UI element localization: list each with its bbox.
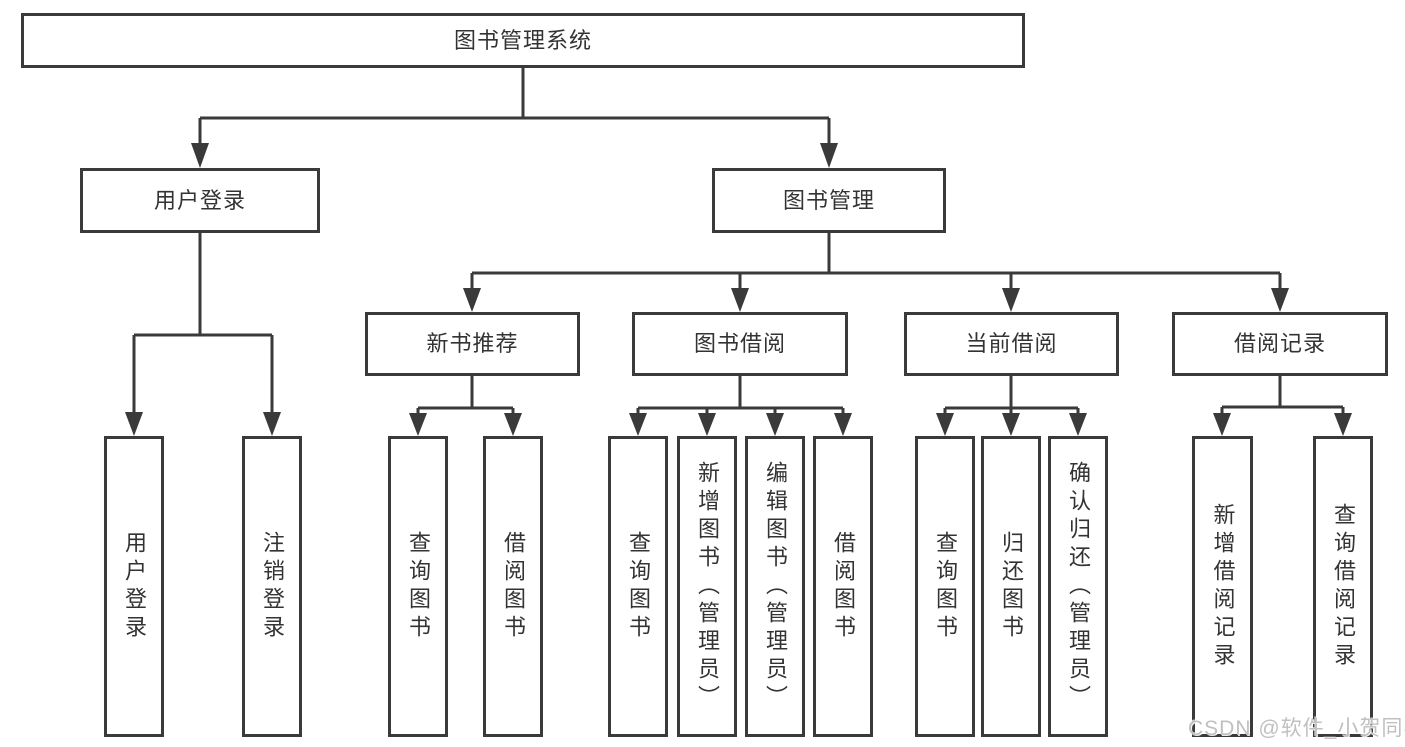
leaf-query-books-recommend-label: 查询图书 <box>406 530 431 643</box>
node-book-borrow: 图书借阅 <box>632 312 848 376</box>
leaf-edit-book-admin-label: 编辑图书（管理员） <box>763 460 788 713</box>
node-new-book-recommend-label: 新书推荐 <box>426 331 519 356</box>
watermark: CSDN @软件_小贺同学 <box>1188 717 1405 740</box>
node-book-management-label: 图书管理 <box>782 187 875 213</box>
leaf-logout: 注销登录 <box>242 436 302 737</box>
connector-book-borrow-children <box>629 376 852 436</box>
node-borrow-records: 借阅记录 <box>1172 312 1388 376</box>
connector-root-to-level2 <box>191 68 838 168</box>
node-root-label: 图书管理系统 <box>453 27 592 53</box>
leaf-query-borrow-record-label: 查询借阅记录 <box>1331 502 1356 671</box>
node-book-borrow-label: 图书借阅 <box>693 331 786 356</box>
leaf-query-borrow-record: 查询借阅记录 <box>1313 436 1373 737</box>
leaf-add-book-admin-label: 新增图书（管理员） <box>695 460 720 713</box>
node-user-login-label: 用户登录 <box>153 187 246 213</box>
node-root-library-system: 图书管理系统 <box>21 13 1025 68</box>
leaf-add-book-admin: 新增图书（管理员） <box>677 436 737 737</box>
leaf-query-books-borrow: 查询图书 <box>608 436 668 737</box>
connector-book-management-children <box>463 233 1289 312</box>
leaf-logout-label: 注销登录 <box>260 530 285 643</box>
node-book-management: 图书管理 <box>712 168 946 233</box>
node-current-borrow: 当前借阅 <box>904 312 1119 376</box>
leaf-return-book: 归还图书 <box>981 436 1041 737</box>
leaf-query-books-recommend: 查询图书 <box>388 436 448 737</box>
leaf-confirm-return-admin: 确认归还（管理员） <box>1048 436 1108 737</box>
leaf-return-book-label: 归还图书 <box>999 530 1024 643</box>
leaf-user-login-label: 用户登录 <box>122 530 147 643</box>
leaf-borrow-books-recommend: 借阅图书 <box>483 436 543 737</box>
leaf-borrow-books-recommend-label: 借阅图书 <box>501 530 526 643</box>
node-current-borrow-label: 当前借阅 <box>965 331 1058 356</box>
leaf-add-borrow-record: 新增借阅记录 <box>1192 436 1253 737</box>
node-user-login: 用户登录 <box>80 168 320 233</box>
node-borrow-records-label: 借阅记录 <box>1233 331 1326 356</box>
connector-new-book-recommend-children <box>409 376 522 436</box>
leaf-query-books-current: 查询图书 <box>915 436 975 737</box>
connector-current-borrow-children <box>936 376 1087 436</box>
leaf-query-books-current-label: 查询图书 <box>933 530 958 643</box>
leaf-user-login: 用户登录 <box>104 436 164 737</box>
leaf-confirm-return-admin-label: 确认归还（管理员） <box>1066 460 1091 713</box>
connector-borrow-records-children <box>1213 376 1352 436</box>
connector-user-login-children <box>125 233 281 436</box>
leaf-query-books-borrow-label: 查询图书 <box>626 530 651 643</box>
node-new-book-recommend: 新书推荐 <box>365 312 580 376</box>
leaf-borrow-books-label: 借阅图书 <box>831 530 856 643</box>
leaf-edit-book-admin: 编辑图书（管理员） <box>745 436 805 737</box>
leaf-borrow-books: 借阅图书 <box>813 436 873 737</box>
leaf-add-borrow-record-label: 新增借阅记录 <box>1210 502 1236 671</box>
